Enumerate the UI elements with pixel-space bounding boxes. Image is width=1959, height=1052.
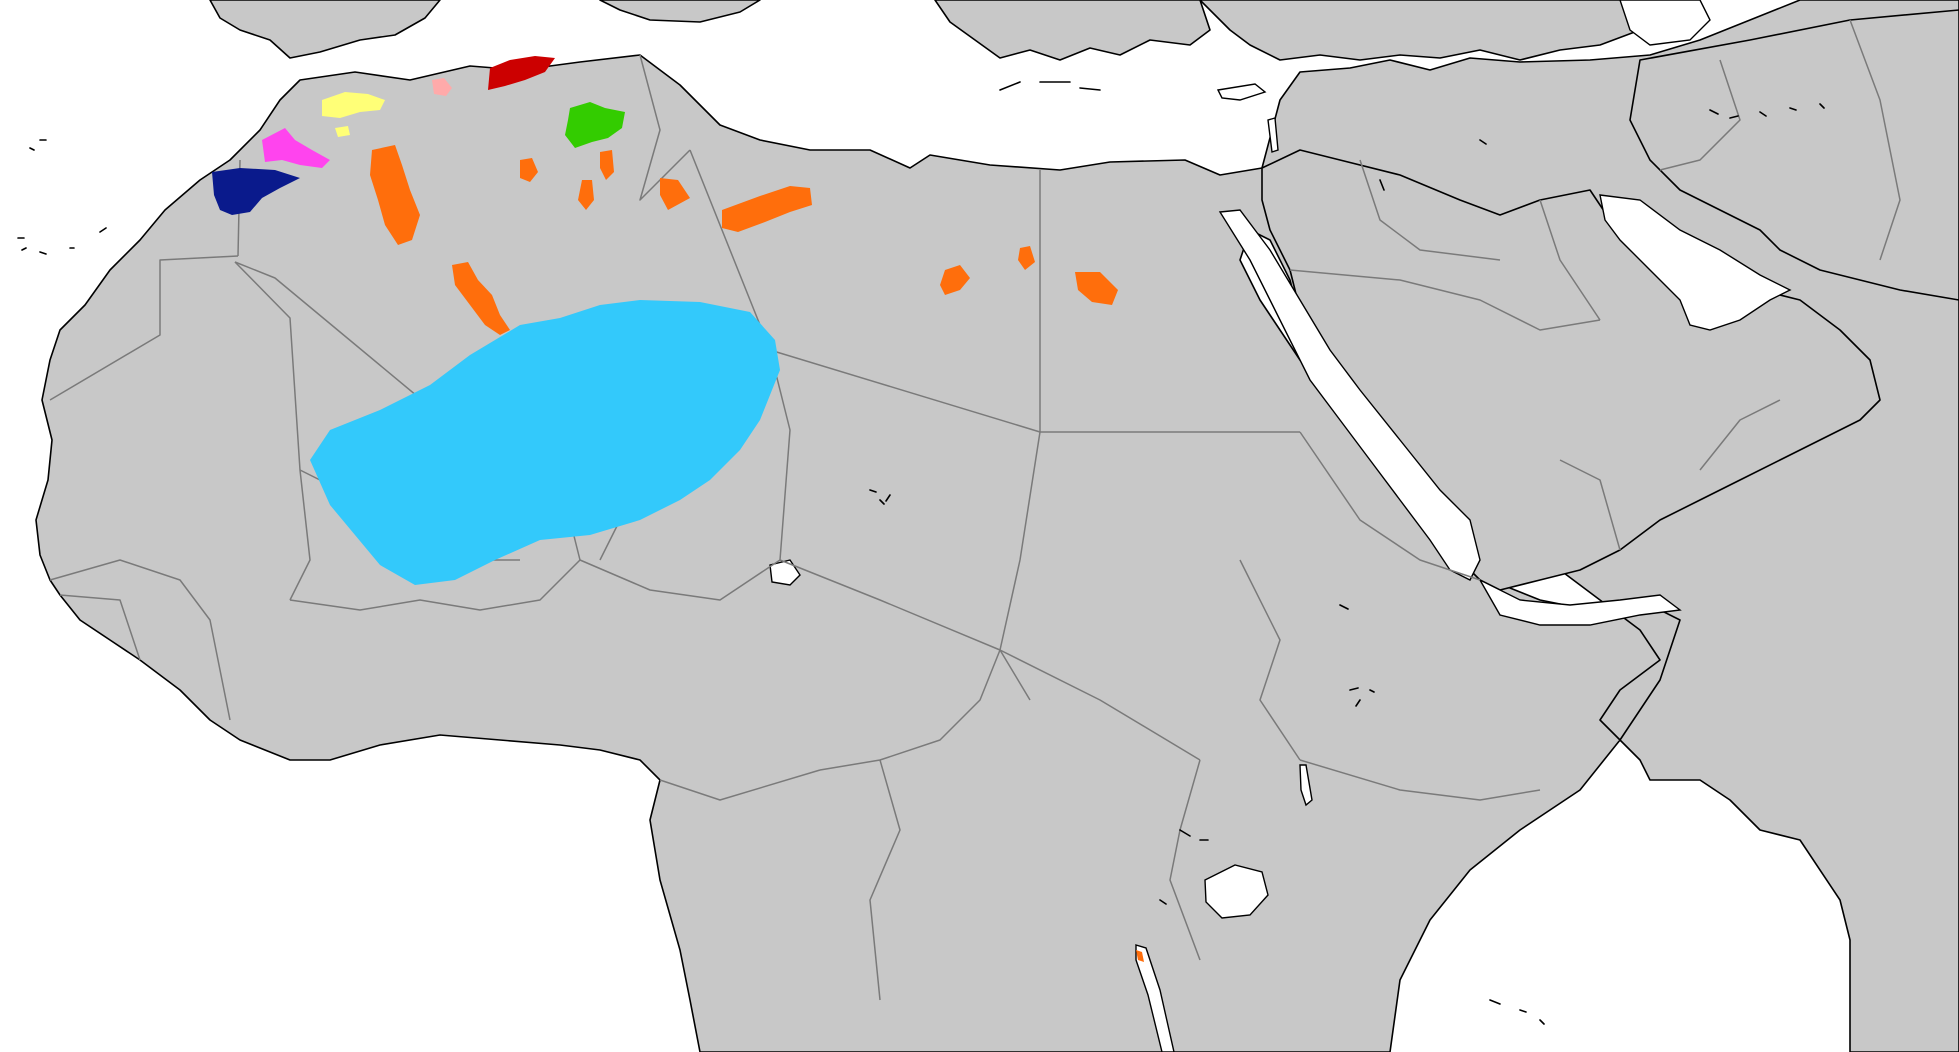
persian-gulf: [1599, 194, 1792, 331]
caspian-sea: [1619, 0, 1711, 46]
range-morocco-rif: [322, 92, 385, 137]
range-algeria-kabylie: [488, 56, 555, 90]
gulf-of-aden: [1478, 578, 1682, 626]
range-algeria-aures: [565, 102, 625, 148]
red-sea: [1218, 209, 1481, 581]
dead-sea: [1267, 117, 1279, 153]
range-overlays: [212, 56, 1144, 962]
lake-victoria: [1204, 864, 1269, 919]
balkans-land: [934, 0, 1211, 61]
turkey-land: [1199, 0, 1641, 61]
lake-chad: [769, 559, 801, 586]
cyprus: [1216, 83, 1267, 101]
italy-land: [599, 0, 761, 23]
lake-turkana: [1299, 764, 1313, 807]
range-atlas-orange-patches: [370, 145, 1144, 962]
europe-land: [209, 0, 1641, 61]
range-morocco-atlantic: [212, 168, 300, 215]
iberia-land: [209, 0, 441, 59]
range-morocco-middle-atlas: [262, 128, 330, 168]
lake-tanganyika: [1135, 944, 1175, 1052]
range-saharan-central: [310, 300, 780, 585]
range-algeria-coast-pink: [432, 78, 452, 96]
